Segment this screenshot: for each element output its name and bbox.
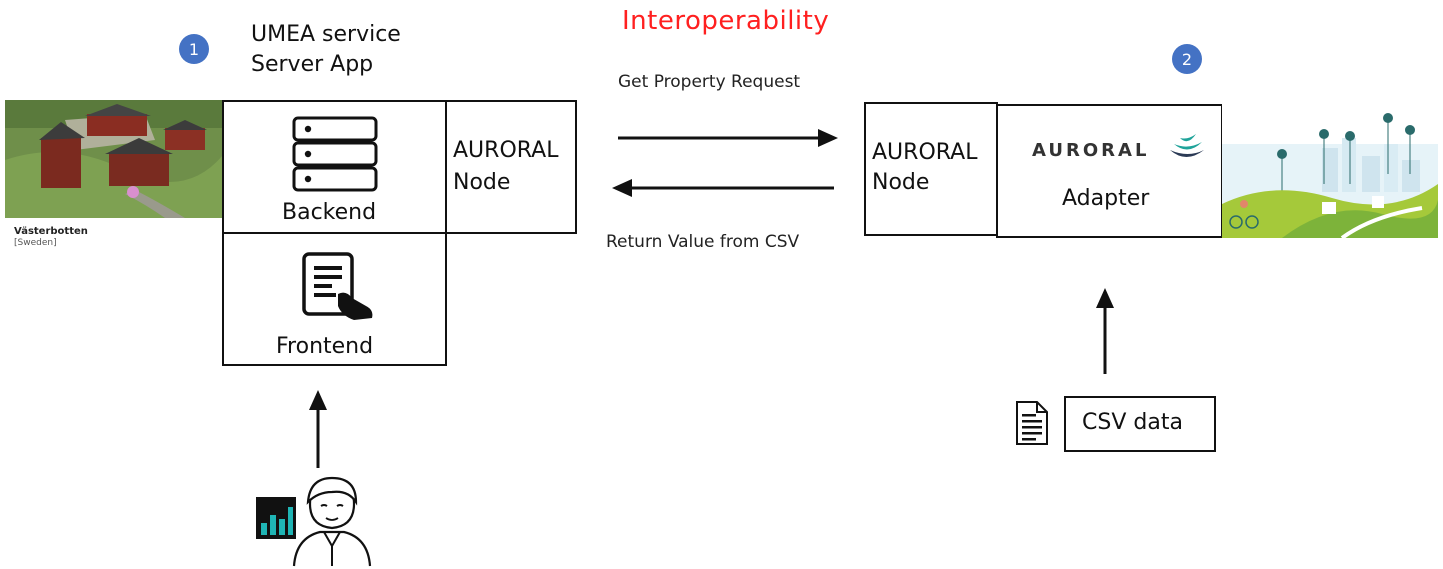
photo-caption-title: Västerbotten (14, 226, 88, 237)
user-input-arrow (309, 390, 327, 468)
diagram-title: Interoperability (622, 6, 830, 36)
left-node-line1: AURORAL (453, 138, 559, 163)
request-arrow-label: Get Property Request (618, 72, 801, 92)
person-icon (292, 476, 372, 567)
adapter-box: AURORAL Adapter (996, 104, 1223, 238)
smart-city-illustration (1222, 104, 1438, 238)
left-node-line2: Node (453, 170, 511, 195)
tablet-touch-icon (302, 252, 373, 320)
right-auroral-node-box: AURORAL Node (864, 102, 998, 236)
auroral-logo-icon (1170, 134, 1204, 157)
backend-label: Backend (282, 200, 377, 225)
csv-upload-arrow (1096, 288, 1114, 374)
adapter-label: Adapter (1062, 186, 1150, 211)
right-node-line2: Node (872, 170, 930, 195)
frontend-label: Frontend (276, 334, 374, 359)
right-node-line1: AURORAL (872, 140, 978, 165)
left-heading-line1: UMEA service (251, 22, 401, 47)
document-icon (1016, 401, 1048, 445)
frontend-box: Frontend (222, 232, 447, 366)
csv-data-label: CSV data (1082, 410, 1183, 435)
left-auroral-node-box: AURORAL Node (445, 100, 577, 234)
auroral-brand-text: AURORAL (1032, 140, 1150, 161)
step-badge-2: 2 (1172, 44, 1202, 74)
csv-data-box: CSV data (1064, 396, 1216, 452)
bar-chart-icon (256, 497, 296, 539)
photo-caption-subtitle: [Sweden] (14, 238, 57, 248)
server-icon (292, 116, 378, 192)
left-heading-line2: Server App (251, 52, 374, 77)
step-badge-1: 1 (179, 34, 209, 64)
response-arrow (612, 179, 834, 197)
request-arrow (618, 129, 838, 147)
village-photo (5, 100, 223, 218)
backend-box: Backend (222, 100, 447, 234)
response-arrow-label: Return Value from CSV (606, 232, 800, 252)
